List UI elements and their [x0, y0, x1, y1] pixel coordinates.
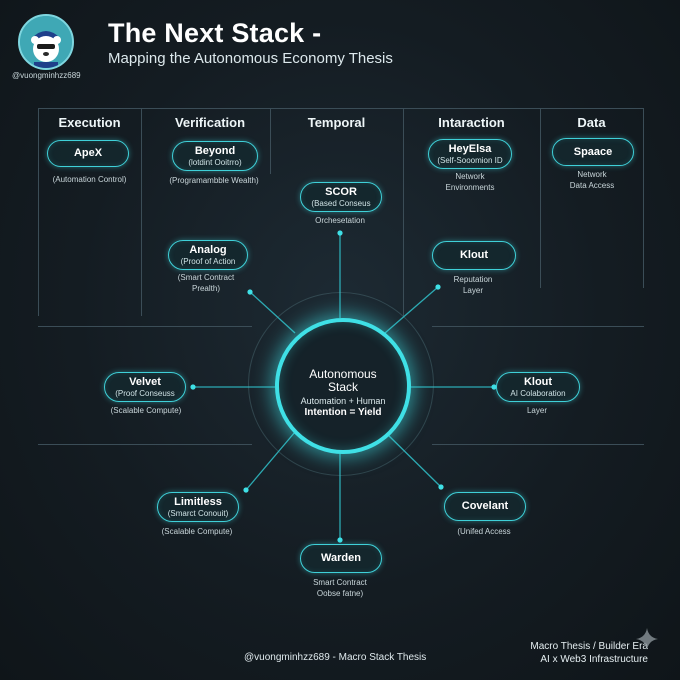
node-heyelsa-caption-2: Environments	[445, 183, 495, 192]
node-beyond-name: Beyond	[194, 145, 236, 157]
node-scor-sub: (Based Conseus	[311, 199, 371, 208]
node-velvet-sub: (Proof Conseuss	[115, 389, 175, 398]
node-spaace[interactable]: Spaace	[552, 138, 634, 166]
hub-outer-ring	[248, 292, 434, 476]
grid-divider-0	[38, 108, 39, 316]
node-limitless[interactable]: Limitless (Smarct Conouit)	[157, 492, 239, 522]
column-data: Data	[577, 115, 606, 130]
node-beyond-sub: (lotdint Ooitrro)	[188, 158, 242, 167]
node-velvet-caption: (Scalable Compute)	[110, 406, 182, 415]
node-covelant-name: Covelant	[461, 500, 509, 512]
node-klout-top[interactable]: Klout	[432, 241, 516, 270]
node-spaace-caption-1: Network	[577, 170, 607, 179]
grid-divider-2	[270, 108, 271, 174]
grid-right-line-low	[432, 444, 644, 445]
column-temporal: Temporal	[307, 115, 366, 130]
hub-line-3: Automation + Human	[300, 396, 386, 406]
header-handle: @vuongminhzz689	[12, 71, 81, 80]
node-analog-caption-1: (Smart Contract	[177, 273, 235, 282]
grid-left-line-low	[38, 444, 252, 445]
node-spaace-name: Spaace	[573, 146, 613, 158]
node-klout-right-caption: Layer	[526, 406, 547, 415]
node-analog-caption-2: Prealth)	[191, 284, 220, 293]
node-analog-name: Analog	[189, 244, 227, 256]
node-heyelsa[interactable]: HeyElsa (Self-Sooomion ID	[428, 139, 512, 169]
node-scor-name: SCOR	[325, 186, 357, 198]
node-covelant[interactable]: Covelant	[444, 492, 526, 521]
grid-divider-3	[403, 108, 404, 316]
column-interaction: Intaraction	[438, 115, 505, 130]
grid-divider-5	[643, 108, 644, 288]
node-heyelsa-name: HeyElsa	[448, 143, 492, 155]
hub-autonomous-stack[interactable]: Autonomous Stack Automation + Human Inte…	[275, 318, 411, 454]
node-beyond-caption: (Programambble Wealth)	[169, 176, 259, 185]
grid-divider-1	[141, 108, 142, 316]
column-execution: Execution	[58, 115, 121, 130]
grid-right-line	[432, 326, 644, 327]
node-heyelsa-sub: (Self-Sooomion ID	[437, 156, 503, 165]
hub-line-2: Stack	[327, 380, 358, 394]
sparkle-icon	[636, 628, 658, 650]
hub-line-1: Autonomous	[309, 367, 377, 381]
node-apex[interactable]: ApeX	[47, 140, 129, 167]
node-apex-caption: (Automation Control)	[52, 175, 127, 184]
node-klout-top-caption-2: Layer	[462, 286, 483, 295]
node-warden-caption-2: Oobse fatne)	[316, 589, 364, 598]
node-warden-name: Warden	[321, 552, 361, 564]
node-limitless-sub: (Smarct Conouit)	[167, 509, 229, 518]
grid-top-line	[38, 108, 644, 109]
node-scor-caption: Orchesetation	[315, 216, 365, 225]
node-beyond[interactable]: Beyond (lotdint Ooitrro)	[172, 141, 258, 171]
page-subtitle: Mapping the Autonomous Economy Thesis	[108, 50, 393, 67]
node-klout-right-sub: AI Colaboration	[510, 389, 566, 398]
column-verification: Verification	[174, 115, 246, 130]
node-analog[interactable]: Analog (Proof of Action	[168, 240, 248, 270]
node-klout-top-name: Klout	[459, 249, 489, 261]
avatar-bear-icon	[20, 16, 72, 68]
node-heyelsa-caption-1: Network	[455, 172, 485, 181]
node-warden[interactable]: Warden	[300, 544, 382, 573]
footer-right: Macro Thesis / Builder Era AI x Web3 Inf…	[530, 640, 648, 666]
node-klout-right-name: Klout	[523, 376, 553, 388]
node-velvet-name: Velvet	[129, 376, 161, 388]
page-title: The Next Stack -	[108, 18, 322, 48]
avatar	[18, 14, 74, 70]
node-scor[interactable]: SCOR (Based Conseus	[300, 182, 382, 212]
node-covelant-caption: (Unifed Access	[457, 527, 511, 536]
node-velvet[interactable]: Velvet (Proof Conseuss	[104, 372, 186, 402]
footer-right-line-1: Macro Thesis / Builder Era	[530, 641, 648, 652]
footer-right-line-2: AI x Web3 Infrastructure	[540, 654, 648, 665]
node-apex-name: ApeX	[73, 147, 103, 159]
grid-divider-4	[540, 108, 541, 288]
node-spaace-caption-2: Data Access	[569, 181, 615, 190]
footer-handle: @vuongminhzz689 - Macro Stack Thesis	[244, 652, 427, 663]
node-klout-top-caption-1: Reputation	[453, 275, 493, 284]
node-warden-caption-1: Smart Contract	[313, 578, 367, 587]
node-klout-right[interactable]: Klout AI Colaboration	[496, 372, 580, 402]
node-limitless-name: Limitless	[174, 496, 222, 508]
grid-left-line	[38, 326, 252, 327]
node-analog-sub: (Proof of Action	[180, 257, 236, 266]
node-limitless-caption: (Scalable Compute)	[161, 527, 233, 536]
hub-line-4: Intention = Yield	[304, 407, 382, 418]
